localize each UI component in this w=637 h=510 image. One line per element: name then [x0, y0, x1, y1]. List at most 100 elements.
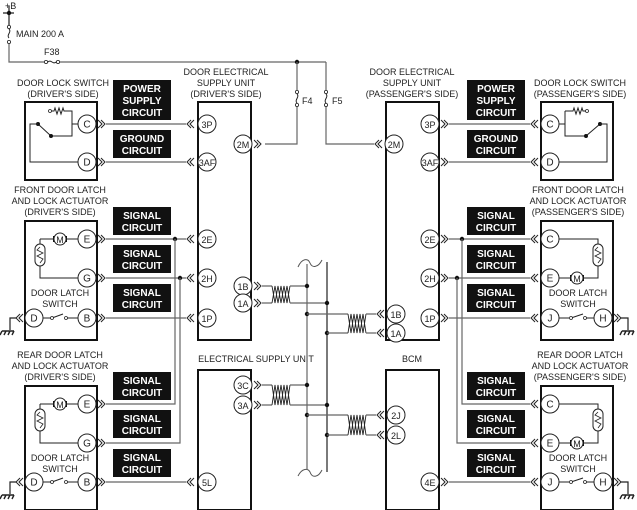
main-fuse-label: MAIN 200 A	[16, 29, 64, 39]
connector-icon	[613, 313, 622, 323]
tag-signal-circuit-fdl-pass-3: SIGNAL CIRCUIT	[467, 284, 525, 312]
tag-text: SIGNAL	[477, 453, 515, 464]
pin-label: 3C	[237, 381, 249, 391]
tag-text: SUPPLY	[476, 96, 515, 107]
connector-icon	[376, 410, 385, 420]
tag-text: CIRCUIT	[122, 388, 163, 399]
main-fuse-icon	[7, 24, 12, 45]
connector-icon	[613, 477, 622, 487]
door-latch-switch-label-2: SWITCH	[560, 464, 596, 474]
ground-wire	[621, 317, 629, 330]
battery-junction	[6, 10, 12, 16]
tag-text: SIGNAL	[477, 288, 515, 299]
pin-label: 2L	[391, 431, 401, 441]
ground-icon	[0, 330, 15, 336]
connector-icon	[440, 313, 449, 323]
pin-label: J	[548, 314, 553, 325]
tag-text: POWER	[477, 84, 516, 95]
fdl-pass-title-2: AND LOCK ACTUATOR	[530, 196, 627, 206]
connector-icon	[376, 309, 385, 319]
pin-label: G	[83, 439, 91, 450]
tag-signal-circuit-fdl-driver-2: SIGNAL CIRCUIT	[113, 245, 171, 273]
tag-text: SIGNAL	[123, 453, 161, 464]
ground-icon	[619, 330, 635, 336]
rdl-pass-title-2: AND LOCK ACTUATOR	[532, 361, 629, 371]
connector-icon	[374, 139, 383, 149]
tag-text: CIRCUIT	[122, 108, 163, 119]
tag-ground-circuit-driver: GROUND CIRCUIT	[113, 130, 171, 158]
tag-text: CIRCUIT	[476, 426, 517, 437]
connector-icon	[186, 477, 195, 487]
tag-text: SIGNAL	[123, 414, 161, 425]
pin-bcm-2l	[386, 425, 406, 445]
connector-icon	[97, 399, 106, 409]
connector-icon	[253, 400, 262, 410]
bcm-box	[385, 369, 440, 510]
pin-esu-3a	[233, 395, 253, 415]
battery-label: +B	[5, 1, 16, 11]
tag-text: SIGNAL	[123, 376, 161, 387]
desu-pass-title-3: (PASSENGER'S SIDE)	[366, 89, 459, 99]
desu-pass-title-2: SUPPLY UNIT	[383, 78, 442, 88]
connector-icon	[440, 234, 449, 244]
tag-signal-circuit-rdl-driver-2: SIGNAL CIRCUIT	[113, 410, 171, 438]
electrical-supply-unit: ELECTRICAL SUPPLY UNIT 3C 3A 5L	[186, 354, 314, 510]
door-latch-switch-icon	[43, 313, 78, 320]
connector-icon	[97, 119, 106, 129]
pin-desu-driver-3p	[197, 114, 217, 134]
pin-label: H	[599, 478, 606, 489]
door-latch-switch-label-2: SWITCH	[42, 299, 78, 309]
tag-text: CIRCUIT	[476, 261, 517, 272]
rdl-driver-title-3: (DRIVER'S SIDE)	[24, 372, 95, 382]
pin-label: E	[547, 274, 554, 285]
connector-icon	[186, 157, 195, 167]
pin-bcm-4e	[420, 472, 440, 492]
tag-text: SIGNAL	[477, 414, 515, 425]
connector-icon	[530, 234, 539, 244]
tag-signal-circuit-fdl-driver-1: SIGNAL CIRCUIT	[113, 207, 171, 235]
rear-door-latch-passenger: REAR DOOR LATCH AND LOCK ACTUATOR (PASSE…	[530, 350, 635, 510]
tag-power-supply-circuit-driver: POWER SUPPLY CIRCUIT	[113, 80, 171, 120]
door-electrical-supply-unit-passenger: DOOR ELECTRICAL SUPPLY UNIT (PASSENGER'S…	[366, 67, 459, 343]
tag-text: SIGNAL	[477, 376, 515, 387]
pin-label: 5L	[202, 478, 212, 488]
twist-icon	[347, 414, 367, 436]
rdl-driver-title-2: AND LOCK ACTUATOR	[12, 361, 109, 371]
tag-text: GROUND	[120, 134, 164, 145]
rdl-pass-title-3: (PASSENGER'S SIDE)	[534, 372, 627, 382]
pin-label: 1P	[201, 314, 212, 324]
pin-label: 1B	[390, 310, 401, 320]
connector-icon	[15, 477, 24, 487]
connector-icon	[440, 119, 449, 129]
tag-text: SIGNAL	[477, 211, 515, 222]
wire-2e-to-rdl-pass-c	[461, 239, 530, 405]
motor-label: M	[573, 439, 581, 449]
connector-icon	[186, 273, 195, 283]
motor-label: M	[56, 235, 64, 245]
rdl-driver-box	[24, 385, 98, 510]
connector-icon	[253, 380, 262, 390]
pin-label: C	[546, 235, 553, 246]
connector-icon	[530, 399, 539, 409]
door-lock-switch-driver: DOOR LOCK SWITCH (DRIVER'S SIDE) C D	[17, 78, 109, 181]
pin-fdl-driver-g	[77, 268, 97, 288]
bcm: BCM 2J 2L 4E	[376, 354, 449, 510]
fuse-f38-label: F38	[44, 47, 60, 57]
front-door-latch-passenger: FRONT DOOR LATCH AND LOCK ACTUATOR (PASS…	[530, 185, 635, 341]
tag-signal-circuit-rdl-pass-1: SIGNAL CIRCUIT	[467, 372, 525, 400]
pin-desu-pass-1p	[420, 308, 440, 328]
tag-text: CIRCUIT	[122, 300, 163, 311]
door-latch-switch-icon	[559, 477, 594, 484]
wire-f4-to-driver-2m	[265, 107, 298, 145]
desu-driver-box	[197, 101, 252, 341]
pin-label: E	[84, 400, 91, 411]
tag-signal-circuit-fdl-pass-1: SIGNAL CIRCUIT	[467, 207, 525, 235]
connector-icon	[530, 477, 539, 487]
connector-icon	[97, 438, 106, 448]
pin-desu-driver-2m	[233, 134, 253, 154]
door-latch-switch-label-1: DOOR LATCH	[549, 288, 607, 298]
door-latch-switch-icon	[43, 477, 78, 484]
fdl-driver-title-1: FRONT DOOR LATCH	[14, 185, 106, 195]
desu-pass-box	[385, 101, 440, 341]
tag-text: CIRCUIT	[476, 465, 517, 476]
